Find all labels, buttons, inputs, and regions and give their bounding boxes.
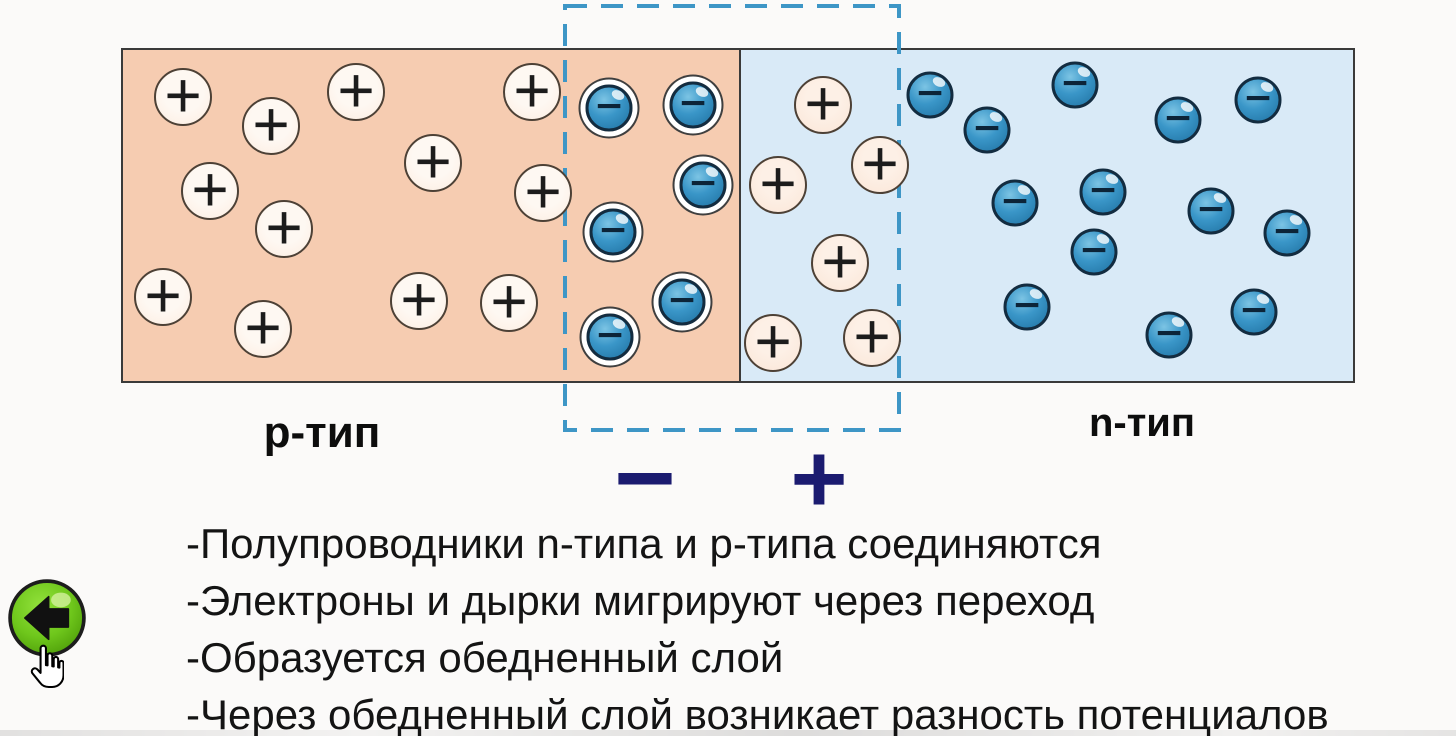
electron-particle: − xyxy=(1154,96,1202,144)
electron-particle-symbol: − xyxy=(1271,210,1303,252)
electron-particle: − xyxy=(669,81,717,129)
electron-particle-symbol: − xyxy=(594,314,626,356)
hole-particle-symbol: + xyxy=(414,125,452,197)
hole-particle: + xyxy=(514,159,572,223)
electron-particle-symbol: − xyxy=(1242,77,1274,119)
electron-particle: − xyxy=(1051,61,1099,109)
hole-particle: + xyxy=(181,157,239,221)
hole-particle-symbol: + xyxy=(513,54,551,126)
bullet-line: -Образуется обедненный слой xyxy=(186,634,784,681)
n-type-label: n-тип xyxy=(1088,401,1196,445)
hole-particle-symbol: + xyxy=(490,265,528,337)
hole-particle: + xyxy=(404,129,462,193)
hole-particle-symbol: + xyxy=(144,259,182,331)
negative-charge-symbol: − xyxy=(614,418,676,537)
hole-particle: + xyxy=(390,267,448,331)
electron-particle: − xyxy=(586,313,634,361)
hole-particle: + xyxy=(154,63,212,127)
hole-particle-symbol: + xyxy=(754,305,792,377)
electron-particle-symbol: − xyxy=(666,279,698,321)
electron-particle-symbol: − xyxy=(1087,169,1119,211)
electron-particle: − xyxy=(1230,288,1278,336)
hole-particle: + xyxy=(242,92,300,156)
electron-particle-symbol: − xyxy=(597,209,629,251)
electron-particle: − xyxy=(1263,209,1311,257)
hand-cursor-icon xyxy=(30,644,64,689)
electron-particle: − xyxy=(906,71,954,119)
hole-particle-symbol: + xyxy=(853,300,891,372)
electron-particle: − xyxy=(1070,228,1118,276)
hole-particle-symbol: + xyxy=(337,54,375,126)
electron-particle: − xyxy=(589,208,637,256)
hole-particle: + xyxy=(794,71,852,135)
electron-particle-symbol: − xyxy=(914,72,946,114)
hole-particle: + xyxy=(749,151,807,215)
electron-particle: − xyxy=(658,278,706,326)
electron-particle: − xyxy=(585,84,633,132)
hole-particle: + xyxy=(234,295,292,359)
electron-particle-symbol: − xyxy=(593,85,625,127)
hole-particle-symbol: + xyxy=(524,155,562,227)
bullet-line: -Полупроводники n-типа и p-типа соединяю… xyxy=(186,520,1102,567)
hole-particle-symbol: + xyxy=(759,147,797,219)
hole-particle-symbol: + xyxy=(191,153,229,225)
bullet-list: -Полупроводники n-типа и p-типа соединяю… xyxy=(186,515,1329,736)
hole-particle-symbol: + xyxy=(821,225,859,297)
electron-particle-symbol: − xyxy=(1238,289,1270,331)
hole-particle: + xyxy=(503,58,561,122)
hole-particle: + xyxy=(744,309,802,373)
positive-charge-symbol: + xyxy=(790,422,848,533)
electron-particle-symbol: − xyxy=(1011,284,1043,326)
hole-particle: + xyxy=(480,269,538,333)
bottom-edge-artifact xyxy=(0,730,1456,736)
electron-particle-symbol: − xyxy=(677,82,709,124)
electron-particle-symbol: − xyxy=(1153,312,1185,354)
electron-particle-symbol: − xyxy=(1195,188,1227,230)
hole-particle: + xyxy=(327,58,385,122)
electron-particle: − xyxy=(1145,311,1193,359)
electron-particle-symbol: − xyxy=(1162,97,1194,139)
electron-particle-symbol: − xyxy=(971,107,1003,149)
hole-particle-symbol: + xyxy=(861,127,899,199)
hole-particle: + xyxy=(255,195,313,259)
bullet-line: -Электроны и дырки мигрируют через перех… xyxy=(186,577,1095,624)
hole-particle: + xyxy=(843,304,901,368)
electron-particle: − xyxy=(679,161,727,209)
hole-particle-symbol: + xyxy=(265,191,303,263)
hole-particle-symbol: + xyxy=(804,67,842,139)
hole-particle-symbol: + xyxy=(400,263,438,335)
electron-particle-symbol: − xyxy=(687,162,719,204)
electron-particle: − xyxy=(1079,168,1127,216)
hole-particle-symbol: + xyxy=(244,291,282,363)
electron-particle: − xyxy=(1187,187,1235,235)
hole-particle: + xyxy=(851,131,909,195)
electron-particle-symbol: − xyxy=(999,180,1031,222)
electron-particle: − xyxy=(1234,76,1282,124)
electron-particle-symbol: − xyxy=(1059,62,1091,104)
hole-particle-symbol: + xyxy=(252,88,290,160)
electron-particle: − xyxy=(991,179,1039,227)
depletion-zone-outline xyxy=(563,4,901,432)
electron-particle-symbol: − xyxy=(1078,229,1110,271)
hole-particle: + xyxy=(811,229,869,293)
hole-particle: + xyxy=(134,263,192,327)
bullet-line: -Через обедненный слой возникает разност… xyxy=(186,691,1329,736)
hole-particle-symbol: + xyxy=(164,59,202,131)
electron-particle: − xyxy=(1003,283,1051,331)
p-type-label: p-тип xyxy=(263,408,381,457)
electron-particle: − xyxy=(963,106,1011,154)
